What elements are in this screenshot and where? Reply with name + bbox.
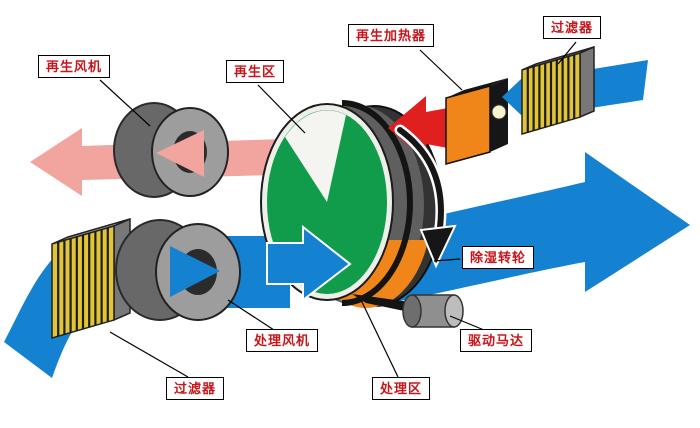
label-regen-heater: 再生加热器 xyxy=(348,24,435,47)
rotation-arrowhead-icon xyxy=(419,224,457,269)
leader-filter-top xyxy=(557,41,577,65)
regen-exhaust-arrowhead-icon xyxy=(156,130,204,177)
drive-motor-cap-right xyxy=(444,294,464,328)
regen-heater xyxy=(445,78,508,165)
process-air-arrowhead-icon xyxy=(170,246,220,297)
leader-filter-bottom xyxy=(109,331,189,378)
leader-process-zone xyxy=(361,301,399,378)
regen-filter-side-face xyxy=(579,45,595,119)
leader-regen-fan xyxy=(99,79,151,127)
desiccant-wheel xyxy=(260,100,443,318)
label-drive-motor: 驱动马达 xyxy=(460,329,533,352)
leader-drive-motor xyxy=(449,315,485,331)
label-regen-fan: 再生风机 xyxy=(38,55,111,78)
heater-indicator-icon xyxy=(491,104,507,120)
process-fan xyxy=(115,219,241,321)
leader-process-fan xyxy=(227,299,275,331)
label-regen-zone: 再生区 xyxy=(226,60,285,83)
leader-dehumid-wheel xyxy=(433,258,461,262)
process-filter-pleats xyxy=(57,227,109,337)
drive-motor xyxy=(402,294,464,328)
hot-air-arrow xyxy=(388,96,448,160)
label-filter-bottom: 过滤器 xyxy=(166,377,225,400)
drive-motor-cap-left xyxy=(402,294,422,328)
rotation-arrow xyxy=(394,124,457,269)
leader-lines xyxy=(99,41,577,378)
regen-heater-front-face xyxy=(445,85,491,165)
label-process-zone: 处理区 xyxy=(372,377,431,400)
regen-filter xyxy=(521,45,595,135)
leader-regen-heater xyxy=(419,49,463,91)
label-process-fan: 处理风机 xyxy=(246,329,319,352)
label-dehumid-wheel: 除湿转轮 xyxy=(462,246,535,269)
label-filter-top: 过滤器 xyxy=(543,16,602,39)
wheel-process-arrow xyxy=(266,224,352,303)
regen-fan xyxy=(113,102,229,198)
rotation-arrow-shaft xyxy=(397,127,444,243)
regen-filter-pleats xyxy=(526,54,576,133)
wheel-regen-sector xyxy=(285,110,346,202)
drive-belt xyxy=(341,100,413,306)
leader-regen-zone xyxy=(257,84,306,134)
